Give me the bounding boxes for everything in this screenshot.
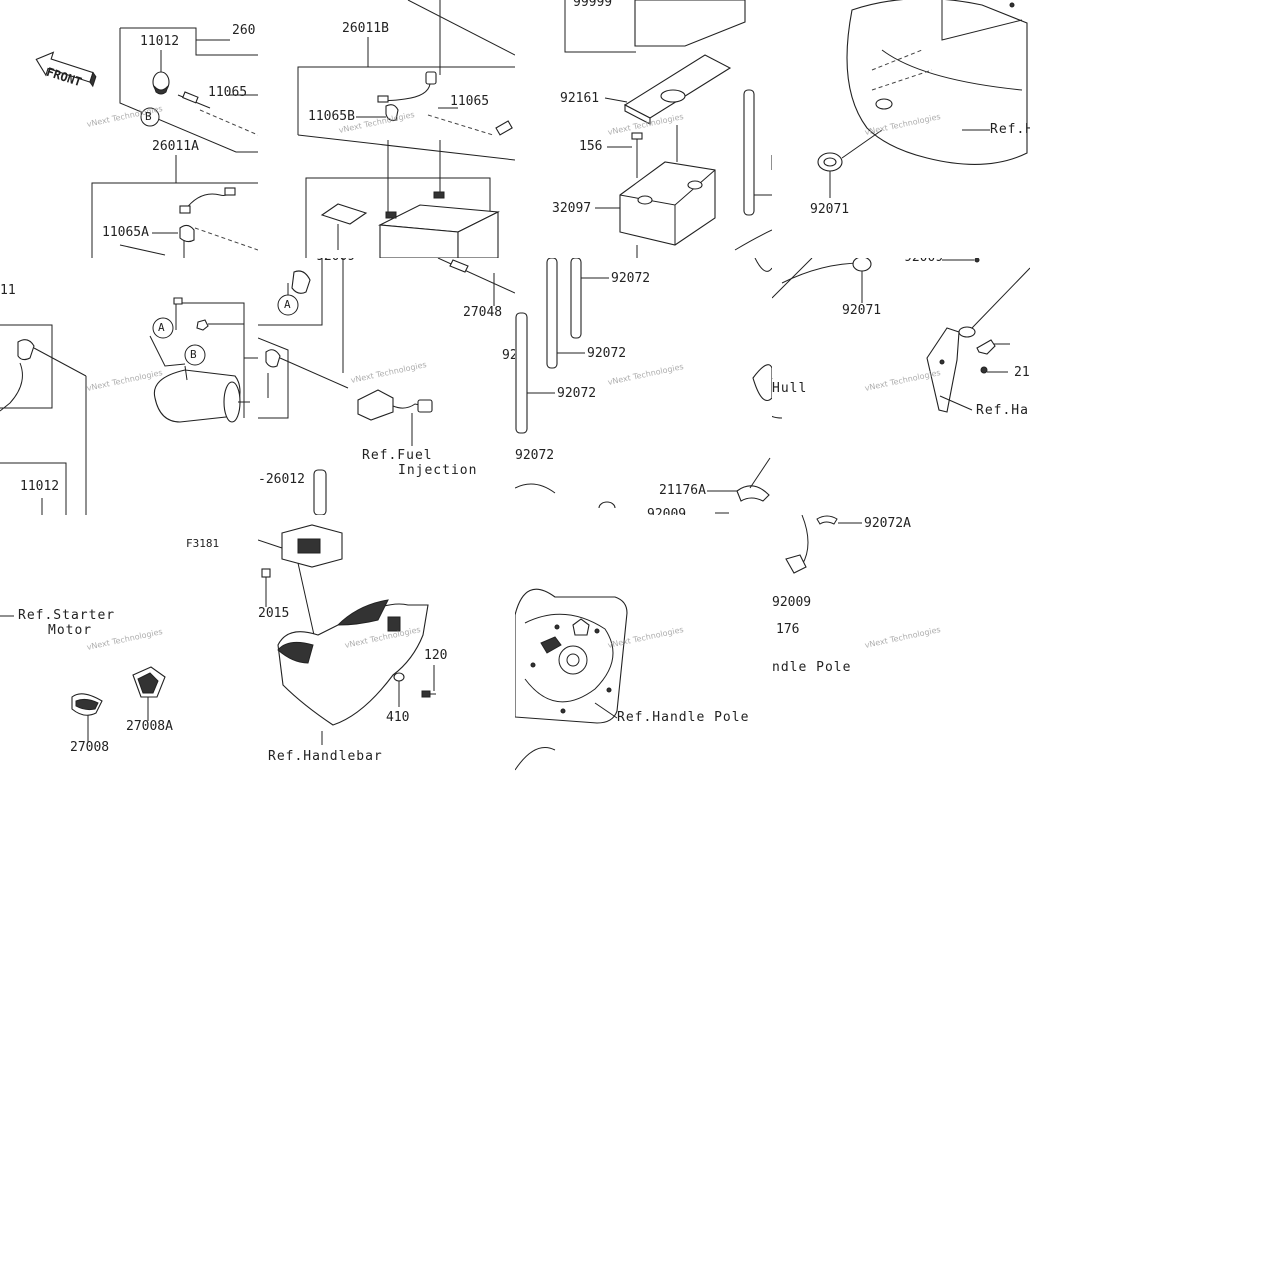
part-label: 11012 [20,479,60,494]
part-label: 26011A [152,139,199,154]
reference-label: Ref.Handlebar [268,749,383,764]
part-label: 11 [0,283,16,298]
tile-10-drawing [258,524,436,745]
reference-label: Ref.Fuel [362,448,433,463]
part-label: 32097 [552,201,592,216]
tile-8-drawing [772,258,1030,419]
diagram-tile-4: vNext Technologies Ref.H 92071 [772,0,1030,258]
diagram-tile-11: vNext Technologies Ref.Handle Pole [515,515,772,773]
circle-callout-a: A [158,321,165,334]
part-label: 27008 [70,740,110,755]
diagram-tile-10: vNext Technologies 2015 120 410 Ref.Hand… [258,515,515,773]
part-label: -26012 [258,472,305,487]
reference-label: Injection [398,463,478,478]
tile-5-drawing [0,297,258,515]
part-label: 92161 [560,91,600,106]
tile-9-drawing [0,615,166,743]
tile-11-drawing [515,588,628,771]
diagram-tile-1: vNext Technologies 11012 260 11065 B 260… [0,0,258,258]
part-label: 21 [1014,365,1030,380]
part-label: 92009 [647,507,687,516]
part-label: 92009 [904,258,943,265]
reference-label: Motor [48,623,93,638]
tile-12-drawing [785,515,862,574]
diagram-tile-9: vNext Technologies F3181 Ref.Starter Mot… [0,515,258,773]
reference-label: Ref.Han [976,403,1030,418]
part-label: 92072 [587,346,627,361]
tile-7-drawing [515,258,772,514]
diagram-tile-2: vNext Technologies 26011B 11065B 11065 [258,0,515,258]
tile-3-drawing [564,0,772,258]
part-label: 11065A [102,225,149,240]
circle-callout-b: B [145,110,152,123]
part-label: 26011B [342,21,389,36]
reference-label: Ref.Starter [18,608,116,623]
part-label: 21176A [659,483,706,498]
diagram-tile-5: vNext Technologies 11 A B 11012 [0,258,258,515]
part-label: 92071 [810,202,850,217]
circle-callout-a: A [284,298,291,311]
diagram-tile-8: vNext Technologies 92009 92071 Hull 21 R… [772,258,1030,515]
part-label: 11065 [208,85,248,100]
part-label: 27008A [126,719,173,734]
part-label: 27048 [463,305,503,320]
circle-callout-b: B [190,348,197,361]
diagram-tile-12: vNext Technologies 92072A 92009 176 ndle… [772,515,1030,773]
reference-label: ndle Pole [772,660,852,675]
part-label: 92072 [557,386,597,401]
part-label: 92009 [316,258,355,264]
diagram-tile-3: vNext Technologies 99999 92161 156 32097 [515,0,772,258]
tile-6-drawing [258,258,515,515]
figure-code: F3181 [186,537,220,550]
part-label: 99999 [573,0,613,10]
tile-1-drawing [35,27,258,258]
part-label: 92009 [772,595,812,610]
tile-4-drawing [817,0,1028,198]
part-label: 11065B [308,109,355,124]
part-label: 92072A [864,516,911,531]
diagram-tile-7: vNext Technologies 92072 92072 92072 920… [515,258,772,515]
part-label: 11012 [140,34,180,49]
part-label: 156 [579,139,603,154]
part-label: 2015 [258,606,290,621]
part-label: 92 [502,348,515,363]
part-label: 176 [776,622,800,637]
reference-label: Hull [772,381,808,396]
part-label: 92072 [611,271,651,286]
part-label: 120 [424,648,448,663]
front-arrow-icon [35,51,97,88]
reference-label: Ref.H [990,122,1030,137]
part-label: 410 [386,710,410,725]
reference-label: Ref.Handle Pole [617,710,750,725]
tile-2-drawing [297,0,515,258]
part-label: 11065 [450,94,490,109]
part-label: 260 [232,23,256,38]
part-label: 92072 [515,448,555,463]
part-label: 92071 [842,303,882,318]
diagram-tile-6: vNext Technologies 92009 27048 A Ref.Fue… [258,258,515,515]
